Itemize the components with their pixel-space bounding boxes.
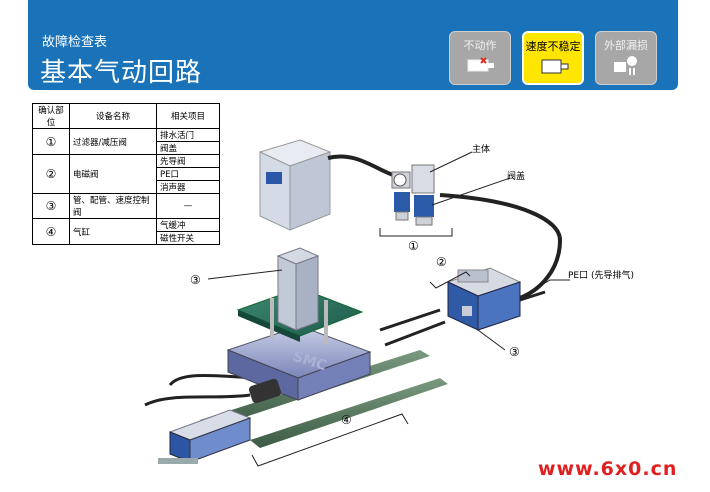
device-name: 电磁阀 bbox=[69, 154, 157, 194]
bracket bbox=[379, 228, 453, 237]
leader-line bbox=[207, 269, 283, 280]
bracket bbox=[251, 413, 409, 467]
table-row: 磁性开关 bbox=[33, 231, 220, 245]
tab-label: 速度不稳定 bbox=[525, 40, 581, 53]
air-tube bbox=[379, 308, 446, 347]
table-row: ③ 管、配管、速度控制阀 — bbox=[32, 193, 220, 219]
row-number: ② bbox=[32, 154, 70, 194]
cylinder-fault-icon bbox=[467, 57, 494, 72]
air-tube bbox=[519, 290, 546, 302]
solenoid-valve bbox=[446, 267, 522, 331]
watermark: www.6x0.cn bbox=[538, 458, 678, 480]
air-tube bbox=[439, 193, 563, 300]
col-header: 设备名称 bbox=[69, 103, 157, 129]
callout-3: ③ bbox=[509, 345, 520, 359]
table-row: ② 电磁阀 先导阀 bbox=[32, 154, 220, 194]
table-header-row: 确认部位 设备名称 相关项目 bbox=[32, 103, 220, 129]
related-item: 磁性开关 bbox=[156, 231, 220, 245]
label-bonnet: 阀盖 bbox=[507, 172, 526, 182]
label-pe-port: PE口 (先导排气) bbox=[568, 271, 634, 281]
cylinder-icon bbox=[541, 59, 569, 74]
label-main-body: 主体 bbox=[472, 145, 491, 155]
col-header: 确认部位 bbox=[32, 103, 70, 129]
callout-2: ② bbox=[436, 255, 447, 269]
col-header: 相关项目 bbox=[156, 103, 220, 129]
callout-1: ① bbox=[408, 239, 419, 253]
guide-rail bbox=[250, 378, 448, 448]
tab-label: 外部漏损 bbox=[604, 39, 648, 52]
device-name: 管、配管、速度控制阀 bbox=[69, 193, 157, 219]
page-title: 基本气动回路 bbox=[40, 58, 203, 88]
tab-external-leak[interactable]: 外部漏损 bbox=[595, 31, 657, 85]
vertical-cylinder bbox=[270, 247, 328, 344]
device-name: 过滤器/减压阀 bbox=[69, 128, 157, 155]
check-table: 确认部位 设备名称 相关项目 ① 过滤器/减压阀 排水活门 阀盖 ② 电磁阀 先… bbox=[32, 103, 220, 245]
device-name: 气缸 bbox=[69, 218, 157, 245]
leader-line bbox=[431, 177, 511, 206]
callout-4: ④ bbox=[341, 413, 352, 427]
bracket bbox=[429, 271, 471, 289]
slide-table bbox=[226, 325, 372, 401]
leak-icon bbox=[614, 56, 637, 75]
air-tube bbox=[144, 373, 256, 407]
leader-line bbox=[477, 329, 506, 351]
callout-3: ③ bbox=[190, 273, 201, 287]
table-row: ① 过滤器/减压阀 排水活门 bbox=[32, 128, 220, 155]
tab-no-operation[interactable]: 不动作 bbox=[449, 31, 511, 85]
table-row: ④ 气缸 气缓冲 bbox=[32, 218, 220, 245]
row-number: ① bbox=[32, 128, 70, 155]
header-banner: 故障检查表 基本气动回路 不动作 速度不稳定 外部漏损 bbox=[28, 0, 678, 90]
leader-line bbox=[519, 279, 570, 299]
tab-label: 不动作 bbox=[463, 39, 497, 52]
leader-line bbox=[429, 151, 473, 173]
related-item: 先导阀 bbox=[156, 154, 220, 168]
horizontal-cylinder bbox=[158, 378, 282, 464]
page-subtitle: 故障检查表 bbox=[42, 35, 108, 50]
filter-regulator bbox=[391, 164, 435, 226]
air-dryer bbox=[258, 139, 332, 231]
tab-speed-unstable[interactable]: 速度不稳定 bbox=[522, 31, 584, 85]
